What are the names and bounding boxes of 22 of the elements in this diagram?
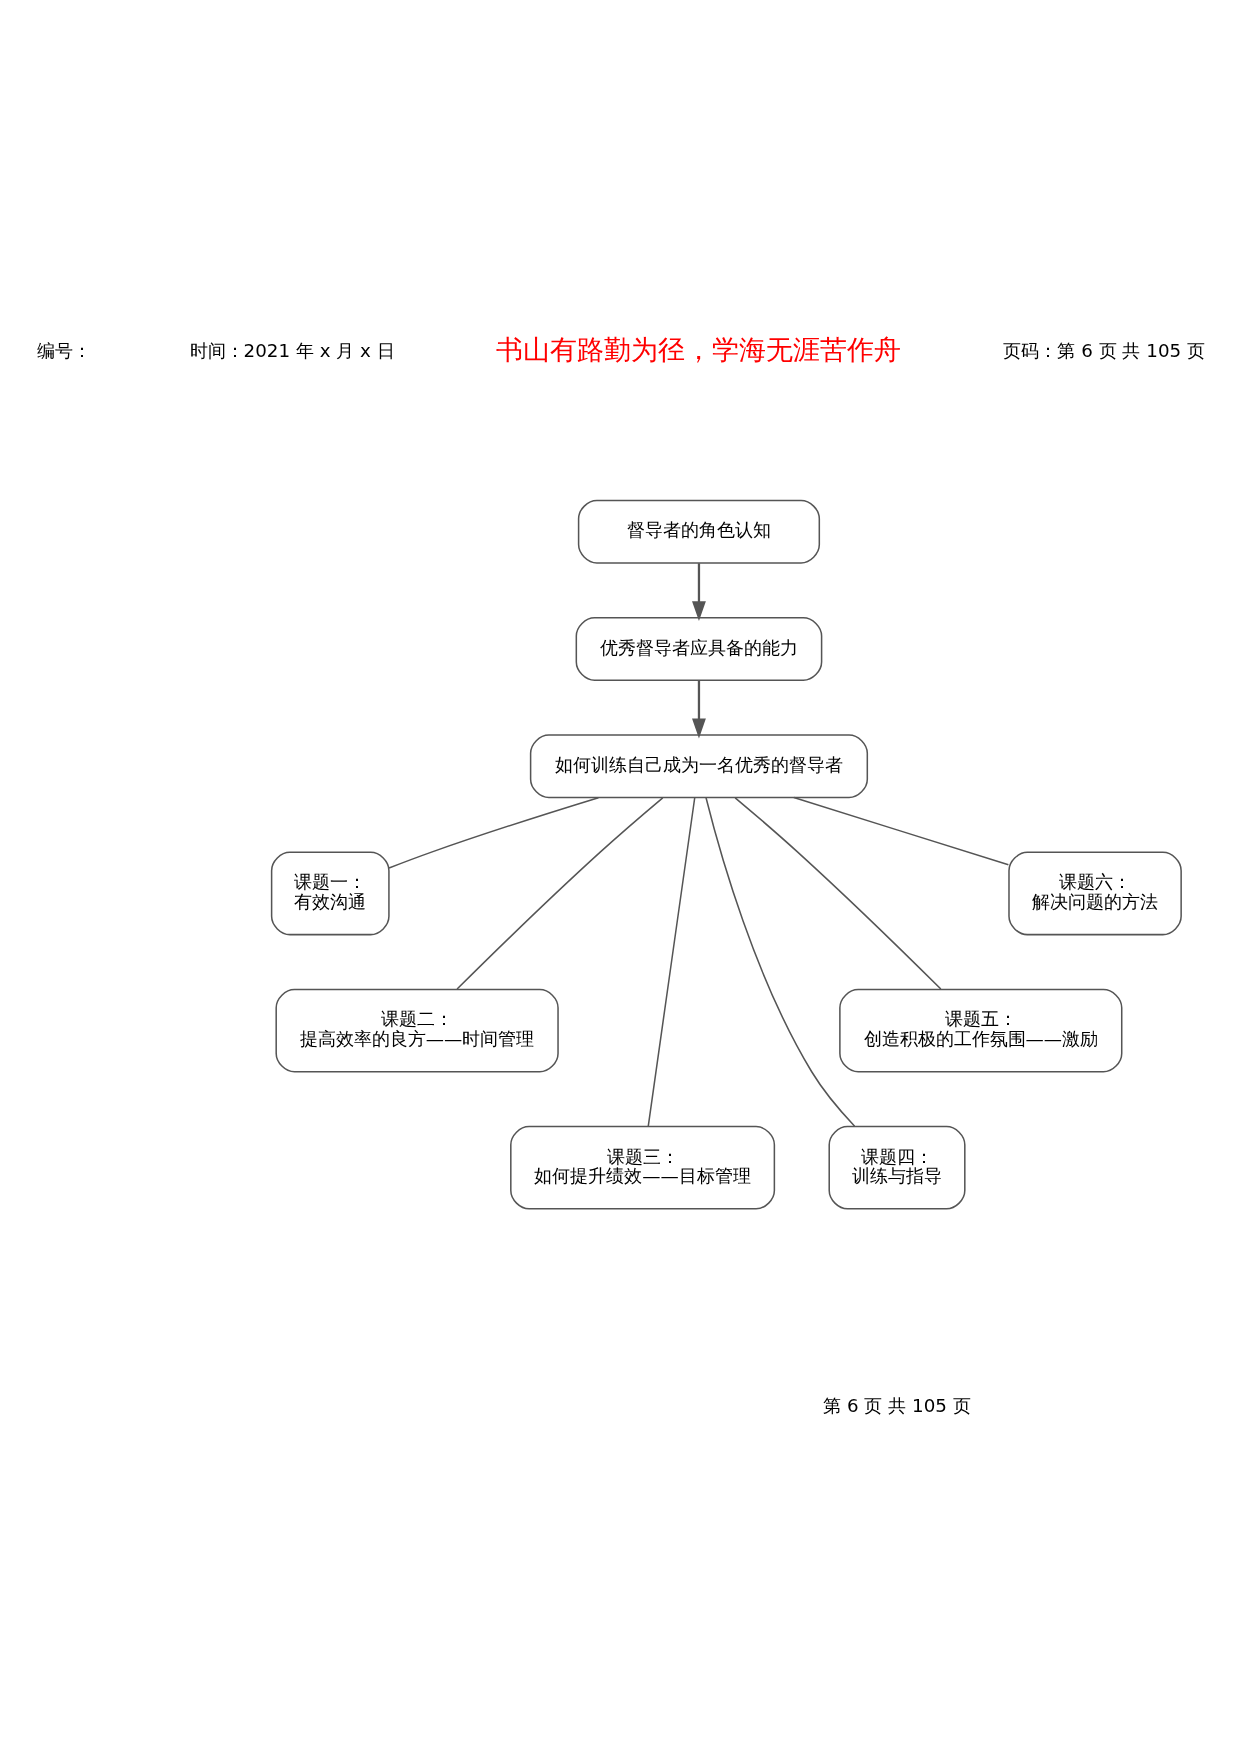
- node-box: 课题四： 训练与指导: [828, 1125, 966, 1210]
- label: 书山有路勤为径，学海无涯苦作舟: [496, 333, 902, 365]
- node-box: 督导者的角色认知: [577, 499, 821, 564]
- connector: [705, 796, 856, 1127]
- node-box: 课题一： 有效沟通: [270, 851, 390, 935]
- connector: [734, 796, 942, 990]
- connector: [388, 796, 600, 869]
- connector: [793, 796, 1010, 866]
- label: 第 6 页 共 105 页: [823, 1394, 971, 1416]
- arrow: [692, 562, 706, 621]
- node-box: 课题六： 解决问题的方法: [1008, 851, 1182, 935]
- connector: [456, 796, 664, 990]
- label: 页码：第 6 页 共 105 页: [1003, 339, 1205, 361]
- label: 时间：2021 年 x 月 x 日: [189, 339, 395, 361]
- node-box: 优秀督导者应具备的能力: [575, 616, 823, 681]
- connector: [647, 796, 696, 1127]
- node-box: 如何训练自己成为一名优秀的督导者: [529, 733, 869, 798]
- node-box: 课题二： 提高效率的良方——时间管理: [275, 988, 559, 1072]
- label: 编号：: [36, 339, 91, 361]
- node-box: 课题五： 创造积极的工作氛围——激励: [839, 988, 1123, 1072]
- arrow: [692, 680, 706, 738]
- node-box: 课题三： 如何提升绩效——目标管理: [510, 1125, 776, 1210]
